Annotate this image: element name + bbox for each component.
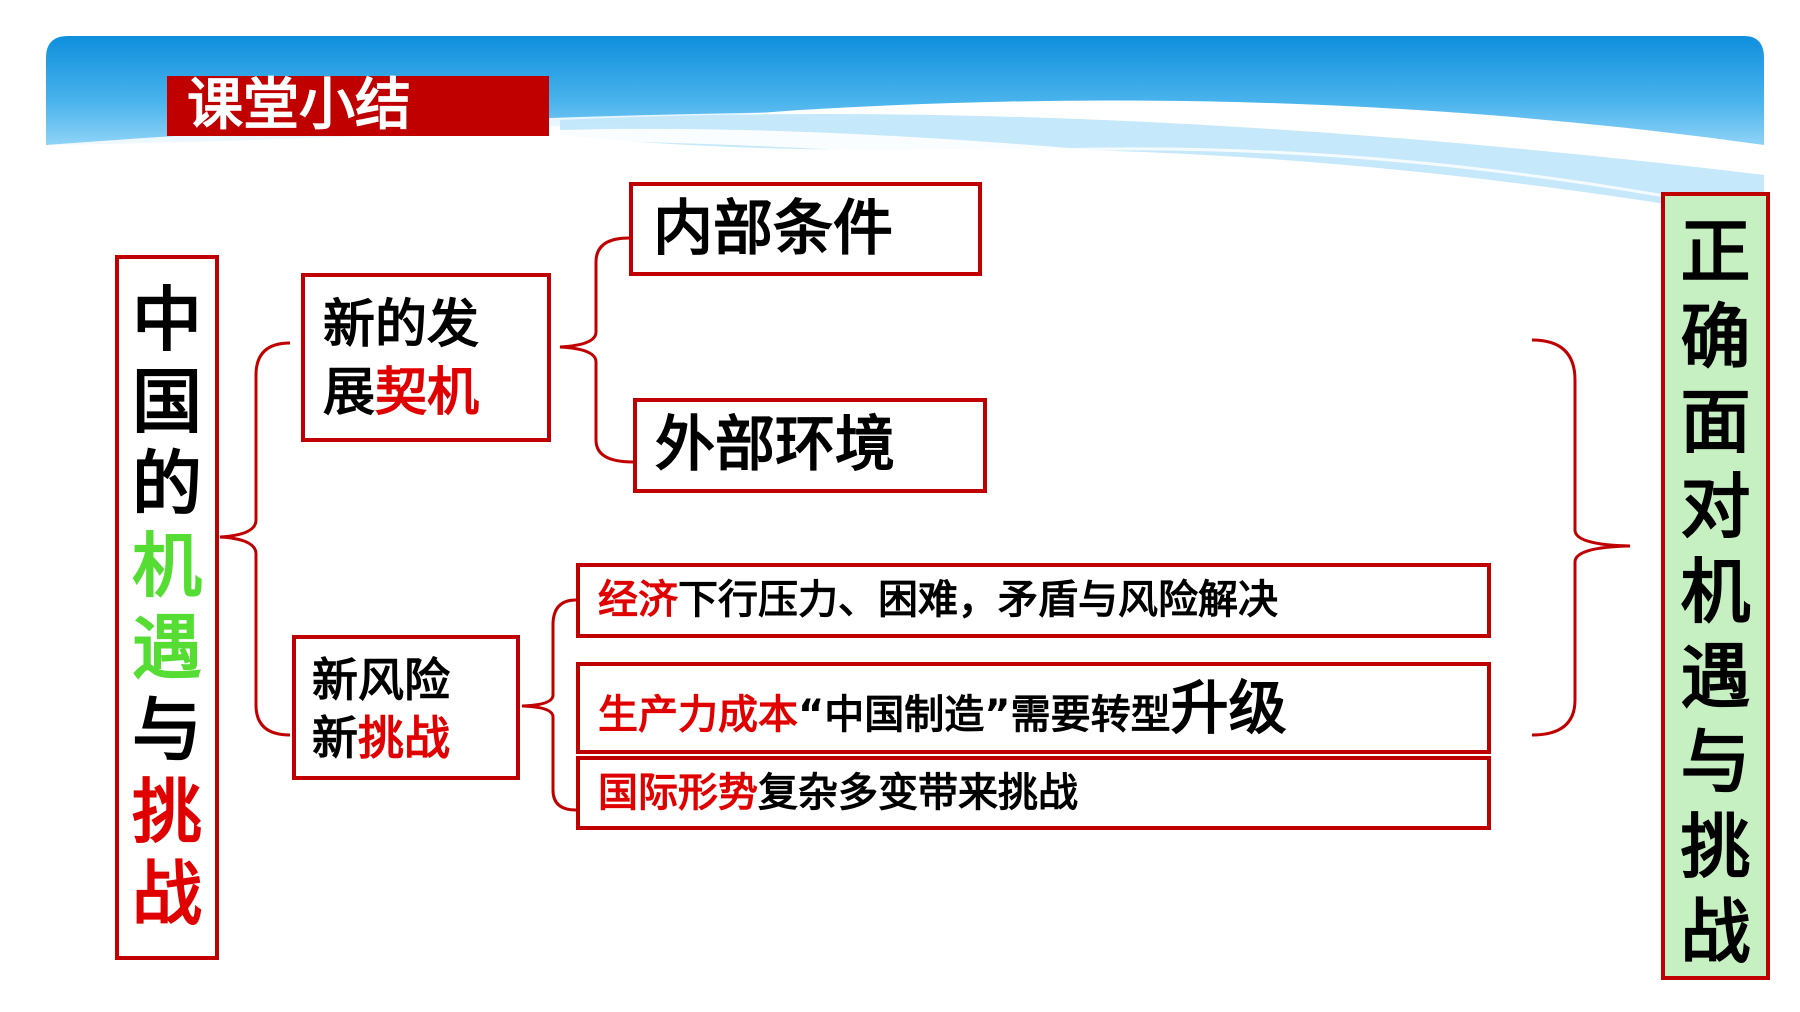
right-char-8: 挑 — [1680, 806, 1751, 888]
economy-risk-box: 经济下行压力、困难，矛盾与风险解决 — [576, 563, 1491, 638]
international-risk-red: 国际形势 — [598, 770, 758, 816]
economy-risk-text: 下行压力、困难，矛盾与风险解决 — [678, 577, 1278, 623]
china-opportunities-challenges-box: 中 国 的 机 遇 与 挑 战 — [115, 255, 219, 960]
summary-bracket — [1531, 338, 1631, 737]
left-char-5: 遇 — [132, 607, 202, 689]
international-risk-text: 复杂多变带来挑战 — [758, 770, 1078, 816]
section-title: 课堂小结 — [167, 76, 549, 136]
left-char-8: 战 — [132, 853, 202, 935]
right-char-5: 机 — [1680, 551, 1751, 633]
opportunity-line-2: 展契机 — [323, 359, 547, 427]
risk-line-2-black: 新 — [312, 711, 358, 765]
right-char-7: 与 — [1680, 721, 1751, 803]
main-bracket — [219, 341, 291, 737]
production-cost-text: “中国制造”需要转型 — [798, 692, 1171, 738]
risk-line-1: 新风险 — [312, 653, 450, 707]
international-risk-box: 国际形势复杂多变带来挑战 — [576, 756, 1491, 830]
left-char-1: 中 — [132, 279, 202, 361]
new-risk-box: 新风险 新挑战 — [292, 635, 520, 780]
face-opportunities-box: 正 确 面 对 机 遇 与 挑 战 — [1661, 192, 1770, 980]
left-char-2: 国 — [132, 361, 202, 443]
risk-bracket — [521, 598, 577, 812]
right-char-1: 正 — [1680, 211, 1751, 293]
economy-risk-red: 经济 — [598, 577, 678, 623]
production-cost-risk-box: 生产力成本“中国制造”需要转型升级 — [576, 662, 1491, 754]
opportunity-bracket — [559, 236, 634, 464]
left-char-4: 机 — [132, 525, 202, 607]
opportunity-line-1: 新的发 — [323, 295, 480, 355]
opportunity-line-2-red: 契机 — [375, 363, 480, 423]
right-char-4: 对 — [1680, 466, 1751, 548]
new-opportunity-box: 新的发 展契机 — [301, 273, 551, 442]
left-char-6: 与 — [132, 689, 202, 771]
risk-line-2: 新挑战 — [312, 709, 516, 767]
left-char-7: 挑 — [132, 771, 202, 853]
right-char-3: 面 — [1680, 381, 1751, 463]
opportunity-line-2-black: 展 — [323, 363, 376, 423]
right-char-2: 确 — [1680, 296, 1751, 378]
left-char-3: 的 — [132, 443, 202, 525]
internal-conditions-box: 内部条件 — [629, 182, 982, 276]
right-char-6: 遇 — [1680, 636, 1751, 718]
risk-line-2-red: 挑战 — [358, 711, 450, 765]
production-cost-big: 升级 — [1170, 674, 1287, 742]
production-cost-red: 生产力成本 — [598, 692, 798, 738]
right-char-9: 战 — [1680, 891, 1751, 973]
external-environment-box: 外部环境 — [633, 398, 987, 493]
